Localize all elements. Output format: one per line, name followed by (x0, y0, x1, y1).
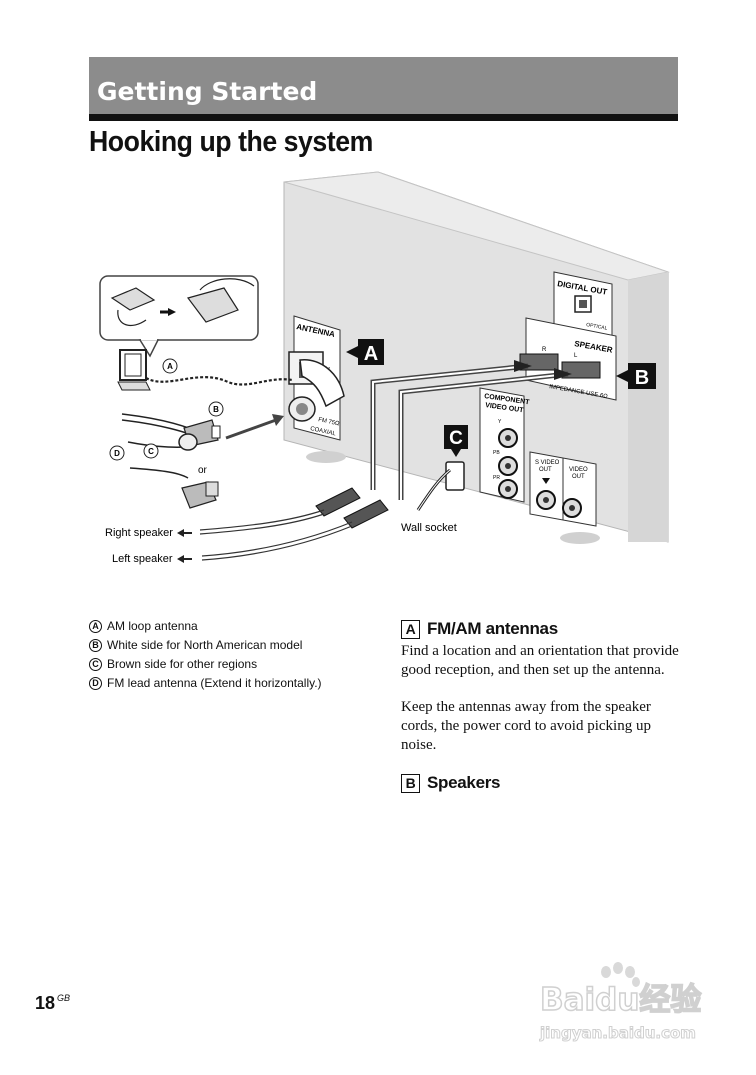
legend-mark: C (89, 658, 102, 671)
speaker-labels: Right speaker Left speaker Wall socket (105, 522, 457, 565)
watermark-line2: jingyan.baidu.com (539, 1024, 696, 1042)
svg-text:C: C (449, 428, 463, 449)
mark-d: D (114, 449, 120, 458)
watermark-line1: Baidu经验 (540, 982, 701, 1018)
right-speaker-label: Right speaker (105, 527, 173, 539)
page-suffix: GB (57, 993, 71, 1003)
antenna-terminal: ANTENNA AM FM 75Ω COAXIAL (288, 315, 345, 441)
section-b-letter: B (401, 773, 420, 793)
wall-socket-label: Wall socket (401, 522, 457, 534)
legend-text: Brown side for other regions (107, 657, 258, 671)
am-antenna-inset (99, 275, 259, 358)
speaker-terminal: SPEAKER R L IMPEDANCE USE 6Ω (519, 317, 617, 401)
page-heading: Hooking up the system (89, 126, 373, 158)
svg-text:A: A (364, 343, 378, 365)
legend-item: A AM loop antenna (89, 617, 322, 636)
hookup-diagram: ANTENNA AM FM 75Ω COAXIAL DIGITAL OUT OP… (99, 171, 670, 565)
y-label: Y (498, 419, 502, 425)
optical-label: OPTICAL (586, 322, 608, 332)
speaker-cords (199, 360, 572, 561)
section-header-bar (89, 57, 678, 114)
speaker-r-label: R (542, 347, 547, 353)
callout-a: A (346, 339, 384, 365)
section-a-para1: Find a location and an orientation that … (401, 643, 679, 678)
section-b-heading: B Speakers (401, 773, 501, 793)
svg-text:B: B (635, 367, 649, 389)
section-a-letter: A (401, 619, 420, 639)
diagram-legend: A AM loop antenna B White side for North A… (89, 617, 322, 693)
video-label-2: OUT (572, 474, 585, 480)
section-a-heading: A FM/AM antennas (401, 619, 558, 639)
legend-text: White side for North American model (107, 638, 303, 652)
left-speaker-label: Left speaker (112, 553, 173, 565)
legend-item: D FM lead antenna (Extend it horizontally… (89, 674, 322, 693)
svideo-video-terminal: S VIDEO OUT VIDEO OUT (529, 451, 597, 527)
legend-mark: D (89, 677, 102, 690)
or-label: or (198, 465, 208, 476)
legend-mark: A (89, 620, 102, 633)
section-title: Getting Started (97, 77, 318, 106)
am-loop-antenna: A (117, 349, 293, 391)
coaxial-label: COAXIAL (310, 426, 337, 437)
video-label-1: VIDEO (569, 467, 588, 473)
callout-c: C (444, 425, 468, 457)
speaker-l-label: L (574, 353, 578, 359)
section-a-title: FM/AM antennas (427, 619, 558, 638)
pr-label: PR (493, 475, 500, 481)
power-socket (416, 461, 465, 511)
svideo-label-2: OUT (539, 467, 552, 473)
unit-back-panel (283, 171, 670, 544)
component-video-terminal: COMPONENT VIDEO OUT Y PB PR (479, 387, 530, 503)
fm-label: FM 75Ω (318, 417, 341, 427)
legend-text: AM loop antenna (107, 619, 198, 633)
paw-icon (601, 962, 640, 987)
digital-out-terminal: DIGITAL OUT OPTICAL (553, 271, 613, 341)
fm-lead-antenna: B C D or (109, 401, 284, 509)
mark-c: C (148, 447, 154, 456)
mark-b: B (213, 405, 219, 414)
mark-a: A (167, 362, 173, 371)
section-header-rule (89, 114, 678, 121)
legend-mark: B (89, 639, 102, 652)
legend-item: C Brown side for other regions (89, 655, 322, 674)
svideo-label-1: S VIDEO (535, 460, 560, 466)
section-a-para2: Keep the antennas away from the speaker … (401, 699, 651, 753)
baidu-watermark: Baidu经验 jingyan.baidu.com (539, 962, 702, 1043)
callout-b: B (616, 363, 656, 389)
legend-text: FM lead antenna (Extend it horizontally.… (107, 676, 322, 690)
pb-label: PB (493, 450, 500, 456)
page-number-value: 18 (35, 993, 56, 1013)
section-b-title: Speakers (427, 773, 501, 792)
legend-item: B White side for North American model (89, 636, 322, 655)
